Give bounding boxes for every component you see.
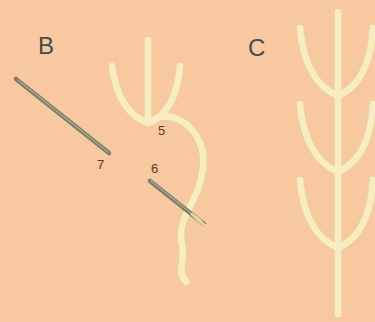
thread-stroke [338,28,373,96]
thread-stroke [300,180,338,248]
thread [112,40,203,282]
thread-stroke [300,28,338,96]
thread-stroke [338,180,373,248]
thread-through-eye [192,214,206,226]
step-number: 5 [157,124,166,137]
figure-letter: C [248,36,265,60]
step-number: 7 [96,158,105,171]
thread-stroke [300,104,338,172]
thread-stroke [338,180,373,248]
thread-stroke [338,28,373,96]
thread-stroke [335,12,342,314]
thread-stroke [334,12,343,314]
step-number: 6 [150,162,159,175]
thread-stroke [300,180,338,248]
thread-stroke [300,28,338,96]
figure-letter: B [38,34,54,58]
thread-stroke [338,104,373,172]
finished-stitches [300,12,373,314]
thread-stroke [300,104,338,172]
thread-stroke [338,104,373,172]
needles [16,79,204,224]
